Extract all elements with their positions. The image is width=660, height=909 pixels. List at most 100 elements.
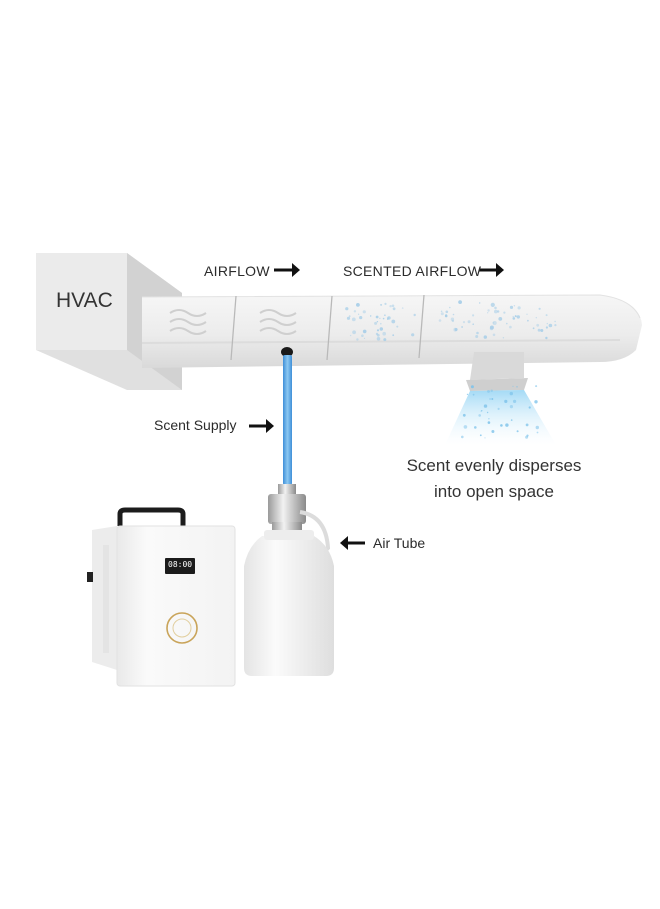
scent-particle <box>392 334 395 337</box>
scent-particle <box>509 405 513 409</box>
scent-particle <box>513 305 516 307</box>
scent-particle <box>472 393 475 396</box>
duct-seam <box>326 295 333 361</box>
scent-particle <box>483 404 488 408</box>
scent-particle <box>379 317 381 319</box>
scent-particle <box>472 314 475 317</box>
scent-particle <box>352 330 356 335</box>
scent-particle <box>380 303 383 306</box>
arrow-right-icon <box>249 419 274 433</box>
scent-particle <box>454 328 458 331</box>
scent-particle <box>440 310 443 313</box>
scent-particle <box>374 321 378 325</box>
scent-particle <box>487 312 489 314</box>
scent-particle <box>546 322 548 325</box>
scent-particle <box>475 335 479 338</box>
scent-particle <box>362 329 367 334</box>
scent-particle <box>356 338 359 341</box>
scent-particle <box>348 315 351 318</box>
scent-particle <box>535 425 539 430</box>
scent-particle <box>536 431 539 434</box>
disperse-caption: Scent evenly disperses into open space <box>396 453 592 505</box>
scent-particle <box>478 414 482 417</box>
scent-particle <box>509 391 513 396</box>
arrow-right-icon <box>274 263 300 277</box>
scent-particle <box>514 315 517 318</box>
scent-particle <box>504 399 508 403</box>
scent-particle <box>346 316 351 320</box>
scent-particle <box>451 319 455 323</box>
scent-particle <box>358 313 360 315</box>
scent-particle <box>509 305 514 309</box>
scent-particle <box>472 323 475 326</box>
scent-particle <box>449 306 451 309</box>
scent-particle <box>353 310 357 313</box>
scent-particle <box>370 315 372 317</box>
air-duct <box>141 294 642 368</box>
scent-particle <box>383 338 387 342</box>
hvac-label: HVAC <box>56 289 113 312</box>
scented-airflow-label: SCENTED AIRFLOW <box>343 263 482 279</box>
scent-particle <box>461 326 463 328</box>
scent-particle <box>525 423 529 427</box>
scent-particle <box>362 310 366 314</box>
arrow-left-icon <box>340 536 365 550</box>
scent-particle <box>391 304 395 308</box>
scent-particle <box>497 310 500 313</box>
scent-particle <box>509 325 512 329</box>
scent-particle <box>526 313 528 315</box>
disperse-caption-line2: into open space <box>433 482 555 501</box>
scent-particle <box>512 385 514 387</box>
scent-particle <box>527 319 529 322</box>
mist-particles-icon <box>461 385 539 439</box>
scent-particle <box>500 424 503 427</box>
scent-particle <box>376 321 379 323</box>
scent-particle <box>462 321 466 324</box>
scent-particle <box>463 425 468 429</box>
scent-particles-icon <box>345 302 416 342</box>
scent-particle <box>537 328 541 332</box>
scent-particle <box>380 322 382 325</box>
scent-particle <box>510 419 513 421</box>
scent-particle <box>382 331 387 336</box>
scent-particle <box>505 423 509 427</box>
scent-particle <box>445 310 449 314</box>
scent-particle <box>413 313 416 317</box>
scent-particle <box>389 305 392 308</box>
scent-particle <box>461 435 464 439</box>
scent-particle <box>491 398 494 400</box>
scent-particle <box>535 317 537 319</box>
scent-particle <box>356 303 360 307</box>
scent-particle <box>489 326 494 331</box>
duct-seam <box>418 294 425 359</box>
ceiling-diffuser <box>445 352 556 445</box>
wave-icon <box>259 309 297 335</box>
scent-particle <box>458 300 462 304</box>
scent-particle <box>506 322 508 325</box>
scent-particle <box>450 317 455 321</box>
scent-particle <box>375 315 379 319</box>
scent-particle <box>492 333 496 337</box>
diffuser-machine <box>87 507 236 687</box>
hvac-unit <box>36 253 182 390</box>
scent-particle <box>487 309 490 312</box>
scent-supply-tube <box>281 347 293 485</box>
scent-particle <box>479 302 481 304</box>
scent-particle <box>502 337 505 339</box>
scent-particle <box>361 334 364 338</box>
scent-particle <box>476 331 479 335</box>
air-tube-label: Air Tube <box>373 535 426 551</box>
scent-particle <box>467 320 471 324</box>
scent-particle <box>494 309 498 314</box>
scent-particle <box>486 411 489 414</box>
scent-particle <box>535 385 538 388</box>
scent-particle <box>452 313 455 316</box>
scent-particle <box>513 399 517 403</box>
scent-particle <box>466 393 469 396</box>
scent-particle <box>384 314 386 317</box>
scent-particle <box>396 325 399 328</box>
scent-particles-icon <box>438 300 557 340</box>
scent-particle <box>479 434 482 437</box>
disperse-caption-line1: Scent evenly disperses <box>406 456 582 475</box>
